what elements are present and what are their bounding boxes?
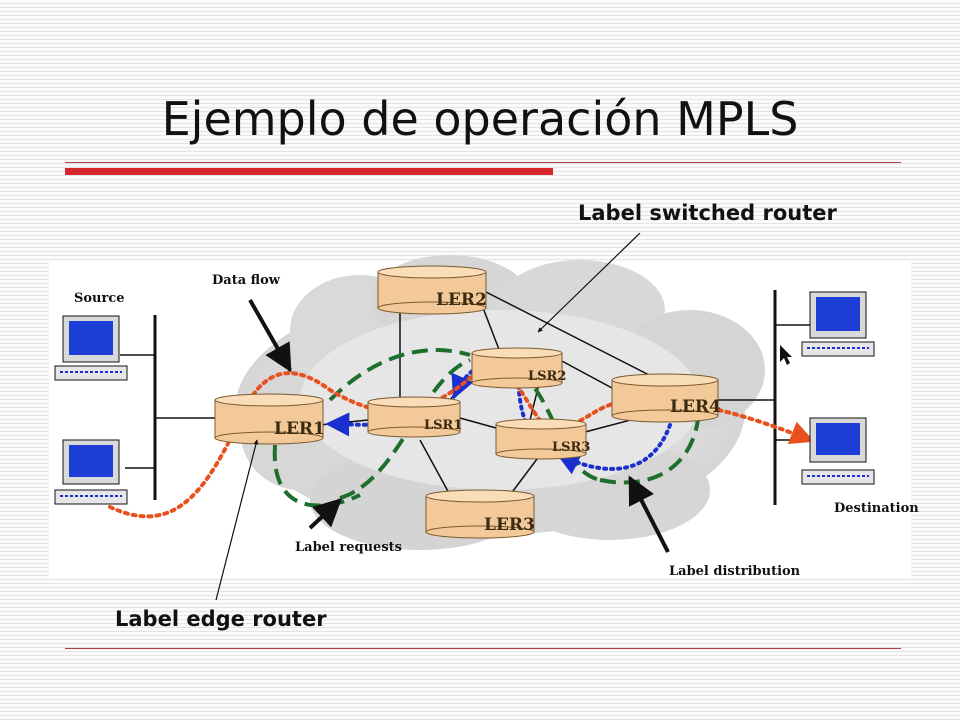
cursor-icon [780,345,792,365]
computer-icon [801,417,875,485]
computer-icon [54,439,128,505]
router-lsr3: LSR3 [495,418,590,460]
node-label-ler4: LER4 [670,397,721,417]
router-ler2: LER2 [377,265,487,315]
node-label-ler3: LER3 [484,515,535,535]
router-ler4: LER4 [611,373,721,423]
router-ler3: LER3 [425,489,535,539]
source-label: Source [74,291,125,306]
node-label-ler2: LER2 [436,290,487,310]
callout-label-edge-router: Label edge router [115,607,327,631]
annotation-arrows [215,232,670,601]
node-label-lsr2: LSR2 [528,369,566,384]
lan-links [153,290,777,505]
data-flow-label: Data flow [212,273,281,288]
router-lsr2: LSR2 [471,347,566,389]
node-label-lsr3: LSR3 [552,440,590,455]
router-ler1: LER1 [214,393,325,445]
node-label-ler1: LER1 [274,419,325,439]
label-distribution-label: Label distribution [669,564,801,579]
title-rule-accent [65,168,553,175]
destination-label: Destination [834,501,919,516]
slide-title: Ejemplo de operación MPLS [161,92,799,146]
node-label-lsr1: LSR1 [424,418,462,433]
footer-rule [65,648,901,649]
callout-label-switched-router: Label switched router [578,201,837,225]
router-lsr1: LSR1 [367,396,462,438]
computer-icon [801,291,875,357]
computer-icon [54,315,128,381]
title-rule-thin [65,162,901,163]
label-requests-label: Label requests [295,540,402,555]
